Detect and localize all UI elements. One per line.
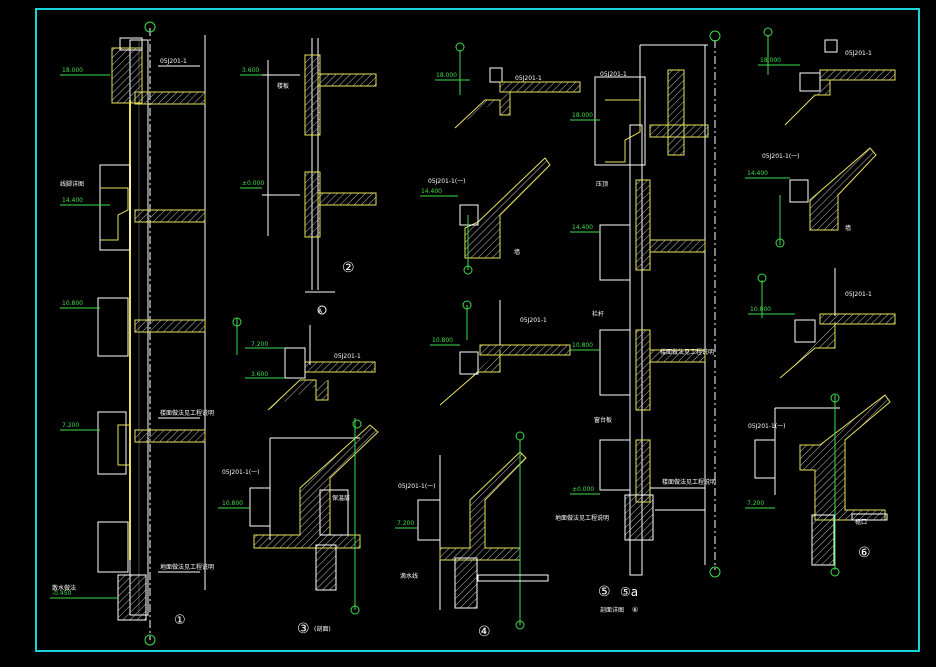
detail-4b-roof <box>420 157 551 275</box>
detail-4a-cornice <box>435 42 581 129</box>
d3a-spec: 05J201-1 <box>334 353 361 360</box>
d5-elev-1: 18.000 <box>572 112 593 119</box>
d5-note-3: 窗台板 <box>594 416 612 424</box>
note-water: 散水做法 <box>52 584 76 592</box>
elev-label-2: 14.400 <box>62 197 83 204</box>
d6b-spec: 05J201-1(一) <box>762 153 800 160</box>
detail-6b-roof <box>745 147 877 248</box>
d4a-elev: 18.000 <box>436 72 457 79</box>
detail-2-callout: ② <box>342 260 355 276</box>
detail-5-wall-section <box>570 30 721 578</box>
d4c-elev: 10.800 <box>432 337 453 344</box>
d3-note: 保温层 <box>332 494 350 502</box>
detail-1-callout: ① <box>174 613 186 628</box>
sheet-border <box>35 8 920 652</box>
d6-spec: 05J201-1(一) <box>748 423 786 430</box>
d5-elev-3: 10.800 <box>572 342 593 349</box>
d6b-elev: 14.400 <box>747 170 768 177</box>
detail-4-callout: ④ <box>478 624 491 640</box>
detail-1-wall-section <box>50 21 206 646</box>
d4c-spec: 05J201-1 <box>520 317 547 324</box>
detail-3a-eave <box>232 317 376 411</box>
d6-note: 檐口 <box>855 518 867 526</box>
detail-3-note: (剖面) <box>314 625 331 633</box>
d5-note-2: 栏杆 <box>592 310 604 318</box>
d3-spec: 05J201-1(一) <box>222 469 260 476</box>
note-floor-1: 楼面做法见工程说明 <box>160 409 214 417</box>
d2-note-slab: 楼板 <box>277 82 289 90</box>
d2-elev-1: 3.600 <box>242 67 259 74</box>
detail-6c-sill <box>748 268 896 379</box>
d4b-note: 墙 <box>514 248 520 256</box>
d6c-spec: 05J201-1 <box>845 291 872 298</box>
note-floor-2: 地面做法见工程说明 <box>160 563 214 571</box>
detail-6-eave-section <box>745 393 891 577</box>
detail-5-caption: 剖面详图 <box>600 606 624 614</box>
detail-6-callout: ⑥ <box>858 545 871 561</box>
detail-5b-callout: ⑤a <box>620 585 638 599</box>
d4a-spec: 05J201-1 <box>515 75 542 82</box>
d5-elev-4: ±0.000 <box>572 486 594 493</box>
d3a-elev-1: 7.200 <box>251 341 268 348</box>
d5-note-1: 压顶 <box>596 181 608 188</box>
d4b-elev: 14.400 <box>421 188 442 195</box>
d5-spec: 05J201-1 <box>600 71 627 78</box>
spec-label-1: 05J201-1 <box>160 58 187 65</box>
note-eave: 线脚详图 <box>60 180 84 188</box>
d6-elev: 7.200 <box>747 500 764 507</box>
d4-note: 滴水线 <box>400 572 418 580</box>
detail-5-callout: ⑤ <box>598 584 611 600</box>
d4-elev: 7.200 <box>397 520 414 527</box>
d6c-elev: 10.800 <box>750 306 771 313</box>
d5-note-6: 地面做法见工程说明 <box>555 514 609 522</box>
detail-2-slab-section <box>240 38 377 315</box>
elev-label-4: 7.200 <box>62 422 79 429</box>
detail-4c-sill <box>430 300 571 406</box>
detail-3-eave-section <box>218 418 379 615</box>
detail-6a-cornice <box>758 27 896 126</box>
d6b-note: 墙 <box>845 224 851 232</box>
d6a-spec: 05J201-1 <box>845 50 872 57</box>
detail-5-caption-b: ⑥ <box>632 606 638 614</box>
d5-elev-2: 14.400 <box>572 224 593 231</box>
d4b-spec: 05J201-1(一) <box>428 178 466 185</box>
d4-spec: 05J201-1(一) <box>398 483 436 490</box>
detail-3-callout: ③ <box>297 621 310 637</box>
elev-label-1: 18.000 <box>62 67 83 74</box>
d2-elev-2: ±0.000 <box>242 180 264 187</box>
elev-label-3: 10.800 <box>62 300 83 307</box>
detail-4-eave-section <box>395 431 549 630</box>
d6a-elev: 18.000 <box>760 57 781 64</box>
d3a-elev-2: 3.600 <box>251 371 268 378</box>
d5-note-4: 楼面做法见工程说明 <box>660 348 714 356</box>
elev-label-5: -0.450 <box>52 590 72 597</box>
d2-axis: A <box>318 308 323 315</box>
d5-note-5: 楼面做法见工程说明 <box>662 478 716 486</box>
d3-elev: 10.800 <box>222 500 243 507</box>
